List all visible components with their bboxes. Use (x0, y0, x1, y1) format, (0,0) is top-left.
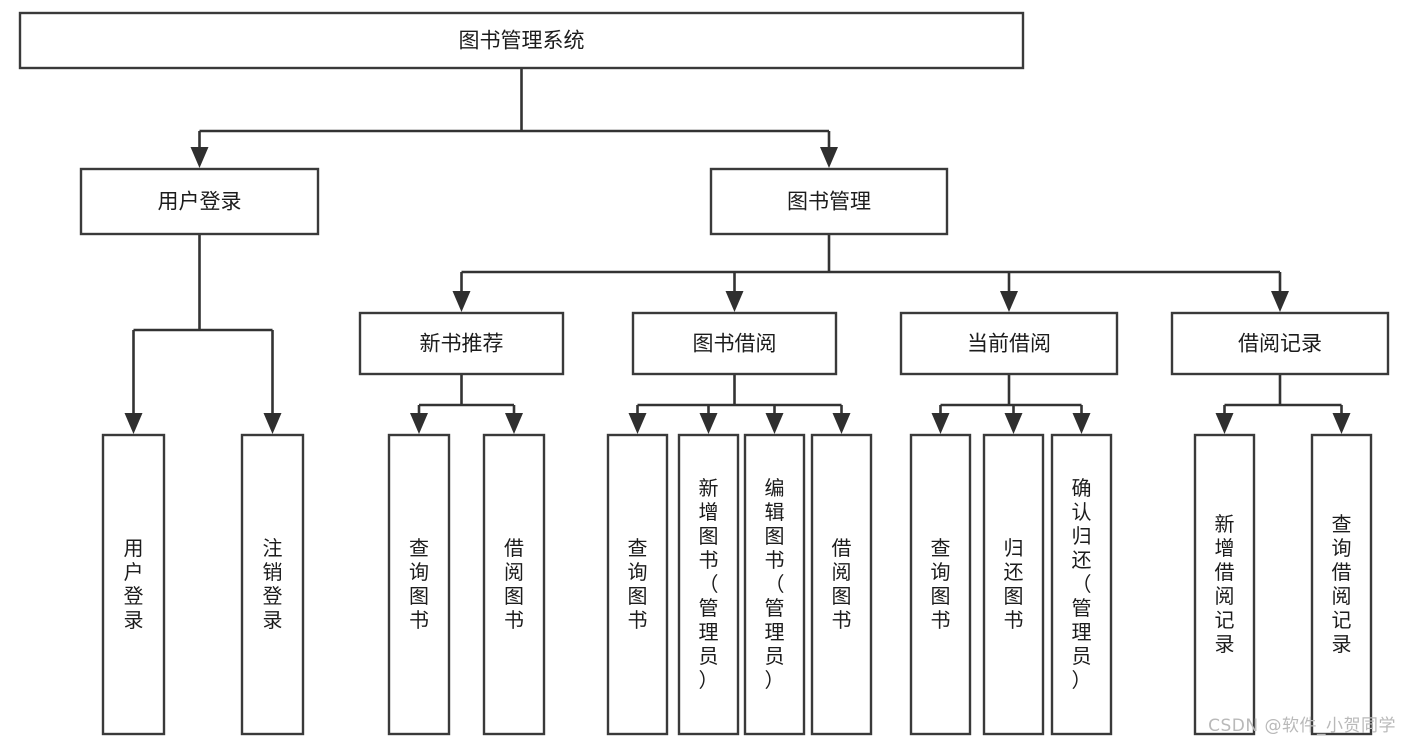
connector-group-current_borrow (931, 374, 1091, 434)
node-box[interactable] (1193, 433, 1256, 736)
node-user-login[interactable]: 用户登录 (79, 167, 320, 236)
node-box[interactable] (101, 433, 166, 736)
node-leaf-edit-book[interactable]: 编辑图书（管理员） (743, 433, 806, 736)
node-box[interactable] (606, 433, 669, 736)
arrow-head-icon (628, 413, 647, 434)
node-box[interactable] (387, 433, 451, 736)
node-root[interactable]: 图书管理系统 (18, 11, 1025, 70)
node-label: 图书管理 (787, 190, 871, 214)
node-label: 查询图书 (628, 536, 648, 632)
node-label: 查询图书 (931, 536, 951, 632)
node-label: 借阅记录 (1238, 332, 1322, 356)
node-leaf-borrow-book-b[interactable]: 借阅图书 (810, 433, 873, 736)
connector-layer (124, 68, 1351, 434)
arrow-head-icon (1072, 413, 1091, 434)
node-new-book-rec[interactable]: 新书推荐 (358, 311, 565, 376)
arrow-head-icon (725, 291, 744, 312)
node-label: 确认归还（管理员） (1072, 476, 1092, 692)
arrow-head-icon (1215, 413, 1234, 434)
node-box[interactable] (1170, 311, 1390, 376)
node-box[interactable] (18, 11, 1025, 70)
node-box[interactable] (631, 311, 838, 376)
arrow-head-icon (1332, 413, 1351, 434)
node-layer: 图书管理系统用户登录图书管理新书推荐图书借阅当前借阅借阅记录用户登录注销登录查询… (18, 11, 1390, 736)
arrow-head-icon (832, 413, 851, 434)
node-label: 编辑图书（管理员） (765, 476, 785, 692)
arrow-head-icon (124, 413, 143, 434)
connector-group-new_book_rec (410, 374, 523, 434)
node-label: 借阅图书 (832, 536, 852, 632)
node-box[interactable] (79, 167, 320, 236)
node-label: 用户登录 (158, 190, 242, 214)
node-box[interactable] (899, 311, 1119, 376)
node-leaf-logout[interactable]: 注销登录 (240, 433, 305, 736)
arrow-head-icon (1271, 291, 1289, 312)
node-box[interactable] (358, 311, 565, 376)
node-box[interactable] (482, 433, 546, 736)
node-label: 用户登录 (124, 536, 144, 632)
node-box[interactable] (1050, 433, 1113, 736)
node-label: 图书借阅 (693, 332, 777, 356)
node-box[interactable] (240, 433, 305, 736)
arrow-head-icon (820, 147, 838, 168)
node-label: 归还图书 (1004, 536, 1024, 632)
node-leaf-user-login[interactable]: 用户登录 (101, 433, 166, 736)
arrow-head-icon (1000, 291, 1018, 312)
node-leaf-confirm-return[interactable]: 确认归还（管理员） (1050, 433, 1113, 736)
watermark-label: CSDN @软件_小贺同学 (1208, 716, 1396, 736)
node-label: 新增借阅记录 (1215, 512, 1235, 656)
node-leaf-return-book[interactable]: 归还图书 (982, 433, 1045, 736)
connector-group-book_manage (452, 234, 1289, 312)
node-book-manage[interactable]: 图书管理 (709, 167, 949, 236)
arrow-head-icon (765, 413, 784, 434)
connector-group-root (190, 68, 838, 168)
node-book-borrow[interactable]: 图书借阅 (631, 311, 838, 376)
arrow-head-icon (699, 413, 718, 434)
node-current-borrow[interactable]: 当前借阅 (899, 311, 1119, 376)
node-box[interactable] (909, 433, 972, 736)
arrow-head-icon (452, 291, 471, 312)
connector-group-borrow_record (1215, 374, 1351, 434)
node-box[interactable] (982, 433, 1045, 736)
node-label: 查询借阅记录 (1332, 512, 1352, 656)
arrow-head-icon (1004, 413, 1023, 434)
node-box[interactable] (1310, 433, 1373, 736)
node-leaf-add-record[interactable]: 新增借阅记录 (1193, 433, 1256, 736)
node-label: 查询图书 (409, 536, 429, 632)
node-leaf-query-book-c[interactable]: 查询图书 (909, 433, 972, 736)
node-label: 新增图书（管理员） (699, 476, 719, 692)
arrow-head-icon (931, 413, 950, 434)
node-label: 注销登录 (263, 536, 283, 632)
node-leaf-query-record[interactable]: 查询借阅记录 (1310, 433, 1373, 736)
node-box[interactable] (677, 433, 740, 736)
arrow-head-icon (410, 413, 428, 434)
node-label: 图书管理系统 (459, 29, 585, 53)
node-leaf-borrow-book-a[interactable]: 借阅图书 (482, 433, 546, 736)
node-leaf-query-book-b[interactable]: 查询图书 (606, 433, 669, 736)
connector-group-user_login (124, 234, 282, 434)
arrow-head-icon (263, 413, 282, 434)
node-leaf-query-book-a[interactable]: 查询图书 (387, 433, 451, 736)
arrow-head-icon (505, 413, 523, 434)
node-label: 借阅图书 (504, 536, 524, 632)
connector-group-book_borrow (628, 374, 851, 434)
node-box[interactable] (743, 433, 806, 736)
node-label: 当前借阅 (967, 332, 1051, 356)
node-borrow-record[interactable]: 借阅记录 (1170, 311, 1390, 376)
arrow-head-icon (190, 147, 209, 168)
node-leaf-add-book[interactable]: 新增图书（管理员） (677, 433, 740, 736)
node-label: 新书推荐 (420, 332, 504, 356)
node-box[interactable] (709, 167, 949, 236)
node-box[interactable] (810, 433, 873, 736)
